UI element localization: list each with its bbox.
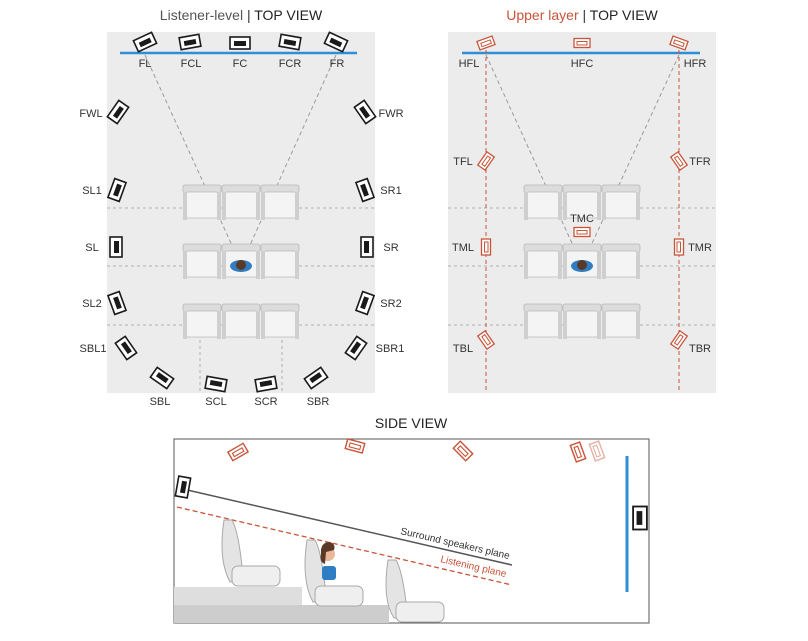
speaker-tml-icon — [480, 238, 492, 256]
label-fcl: FCL — [181, 58, 202, 70]
side-view-title: SIDE VIEW — [375, 415, 448, 431]
speaker-fcr-icon — [278, 33, 302, 51]
upper-panel-title: Upper layer | TOP VIEW — [506, 7, 658, 23]
label-sl1: SL1 — [82, 185, 102, 197]
label-sbr: SBR — [307, 396, 330, 408]
label-sl2: SL2 — [82, 298, 102, 310]
label-tfl: TFL — [453, 156, 473, 168]
label-hfl: HFL — [459, 58, 480, 70]
listening-plane-line — [176, 506, 513, 586]
label-fwr: FWR — [378, 108, 403, 120]
label-scr: SCR — [254, 396, 277, 408]
label-sbl: SBL — [150, 396, 171, 408]
label-tmr: TMR — [688, 242, 712, 254]
listener-level-panel: Listener-level | TOP VIEW — [79, 7, 404, 408]
label-sbr1: SBR1 — [376, 343, 405, 355]
side-front-speaker-icon — [632, 505, 648, 531]
label-sr: SR — [383, 242, 398, 254]
label-sl: SL — [85, 242, 98, 254]
label-tmc: TMC — [570, 213, 594, 225]
upper-side-guides — [485, 50, 680, 393]
label-fwl: FWL — [79, 108, 102, 120]
side-room-outline — [173, 438, 650, 624]
label-hfr: HFR — [684, 58, 707, 70]
speaker-scl-icon — [204, 375, 228, 393]
listener-person-icon — [320, 542, 336, 580]
label-fr: FR — [330, 58, 345, 70]
speaker-hfc-icon — [573, 37, 591, 49]
speaker-fcl-icon — [178, 33, 202, 51]
listener-panel-title: Listener-level | TOP VIEW — [160, 7, 323, 23]
speaker-fc-icon — [229, 36, 251, 50]
label-fl: FL — [139, 58, 152, 70]
speaker-sr-icon — [360, 236, 374, 258]
sight-lines — [144, 54, 337, 266]
upper-sight-lines — [485, 54, 680, 266]
speaker-scr-icon — [254, 375, 278, 393]
risers — [174, 587, 389, 623]
upper-layer-panel: Upper layer | TOP VIEW — [448, 7, 716, 393]
side-view-panel: SIDE VIEW Surround speakers plane Listen… — [173, 415, 650, 624]
label-tbl: TBL — [453, 343, 473, 355]
speaker-tmc-icon — [573, 226, 591, 238]
speaker-tmr-icon — [673, 238, 685, 256]
label-tbr: TBR — [689, 343, 711, 355]
listener-head-icon — [230, 260, 252, 272]
label-tfr: TFR — [689, 156, 710, 168]
label-hfc: HFC — [571, 58, 594, 70]
surround-plane-line — [182, 488, 513, 566]
side-surround-speaker-icon — [174, 475, 192, 499]
speaker-sl-icon — [109, 236, 123, 258]
label-sr2: SR2 — [380, 298, 401, 310]
side-seats — [221, 519, 445, 623]
label-fc: FC — [233, 58, 248, 70]
label-sbl1: SBL1 — [80, 343, 107, 355]
label-sr1: SR1 — [380, 185, 401, 197]
upper-listener-head-icon — [571, 260, 593, 272]
label-tml: TML — [452, 242, 474, 254]
label-scl: SCL — [205, 396, 226, 408]
label-fcr: FCR — [279, 58, 302, 70]
